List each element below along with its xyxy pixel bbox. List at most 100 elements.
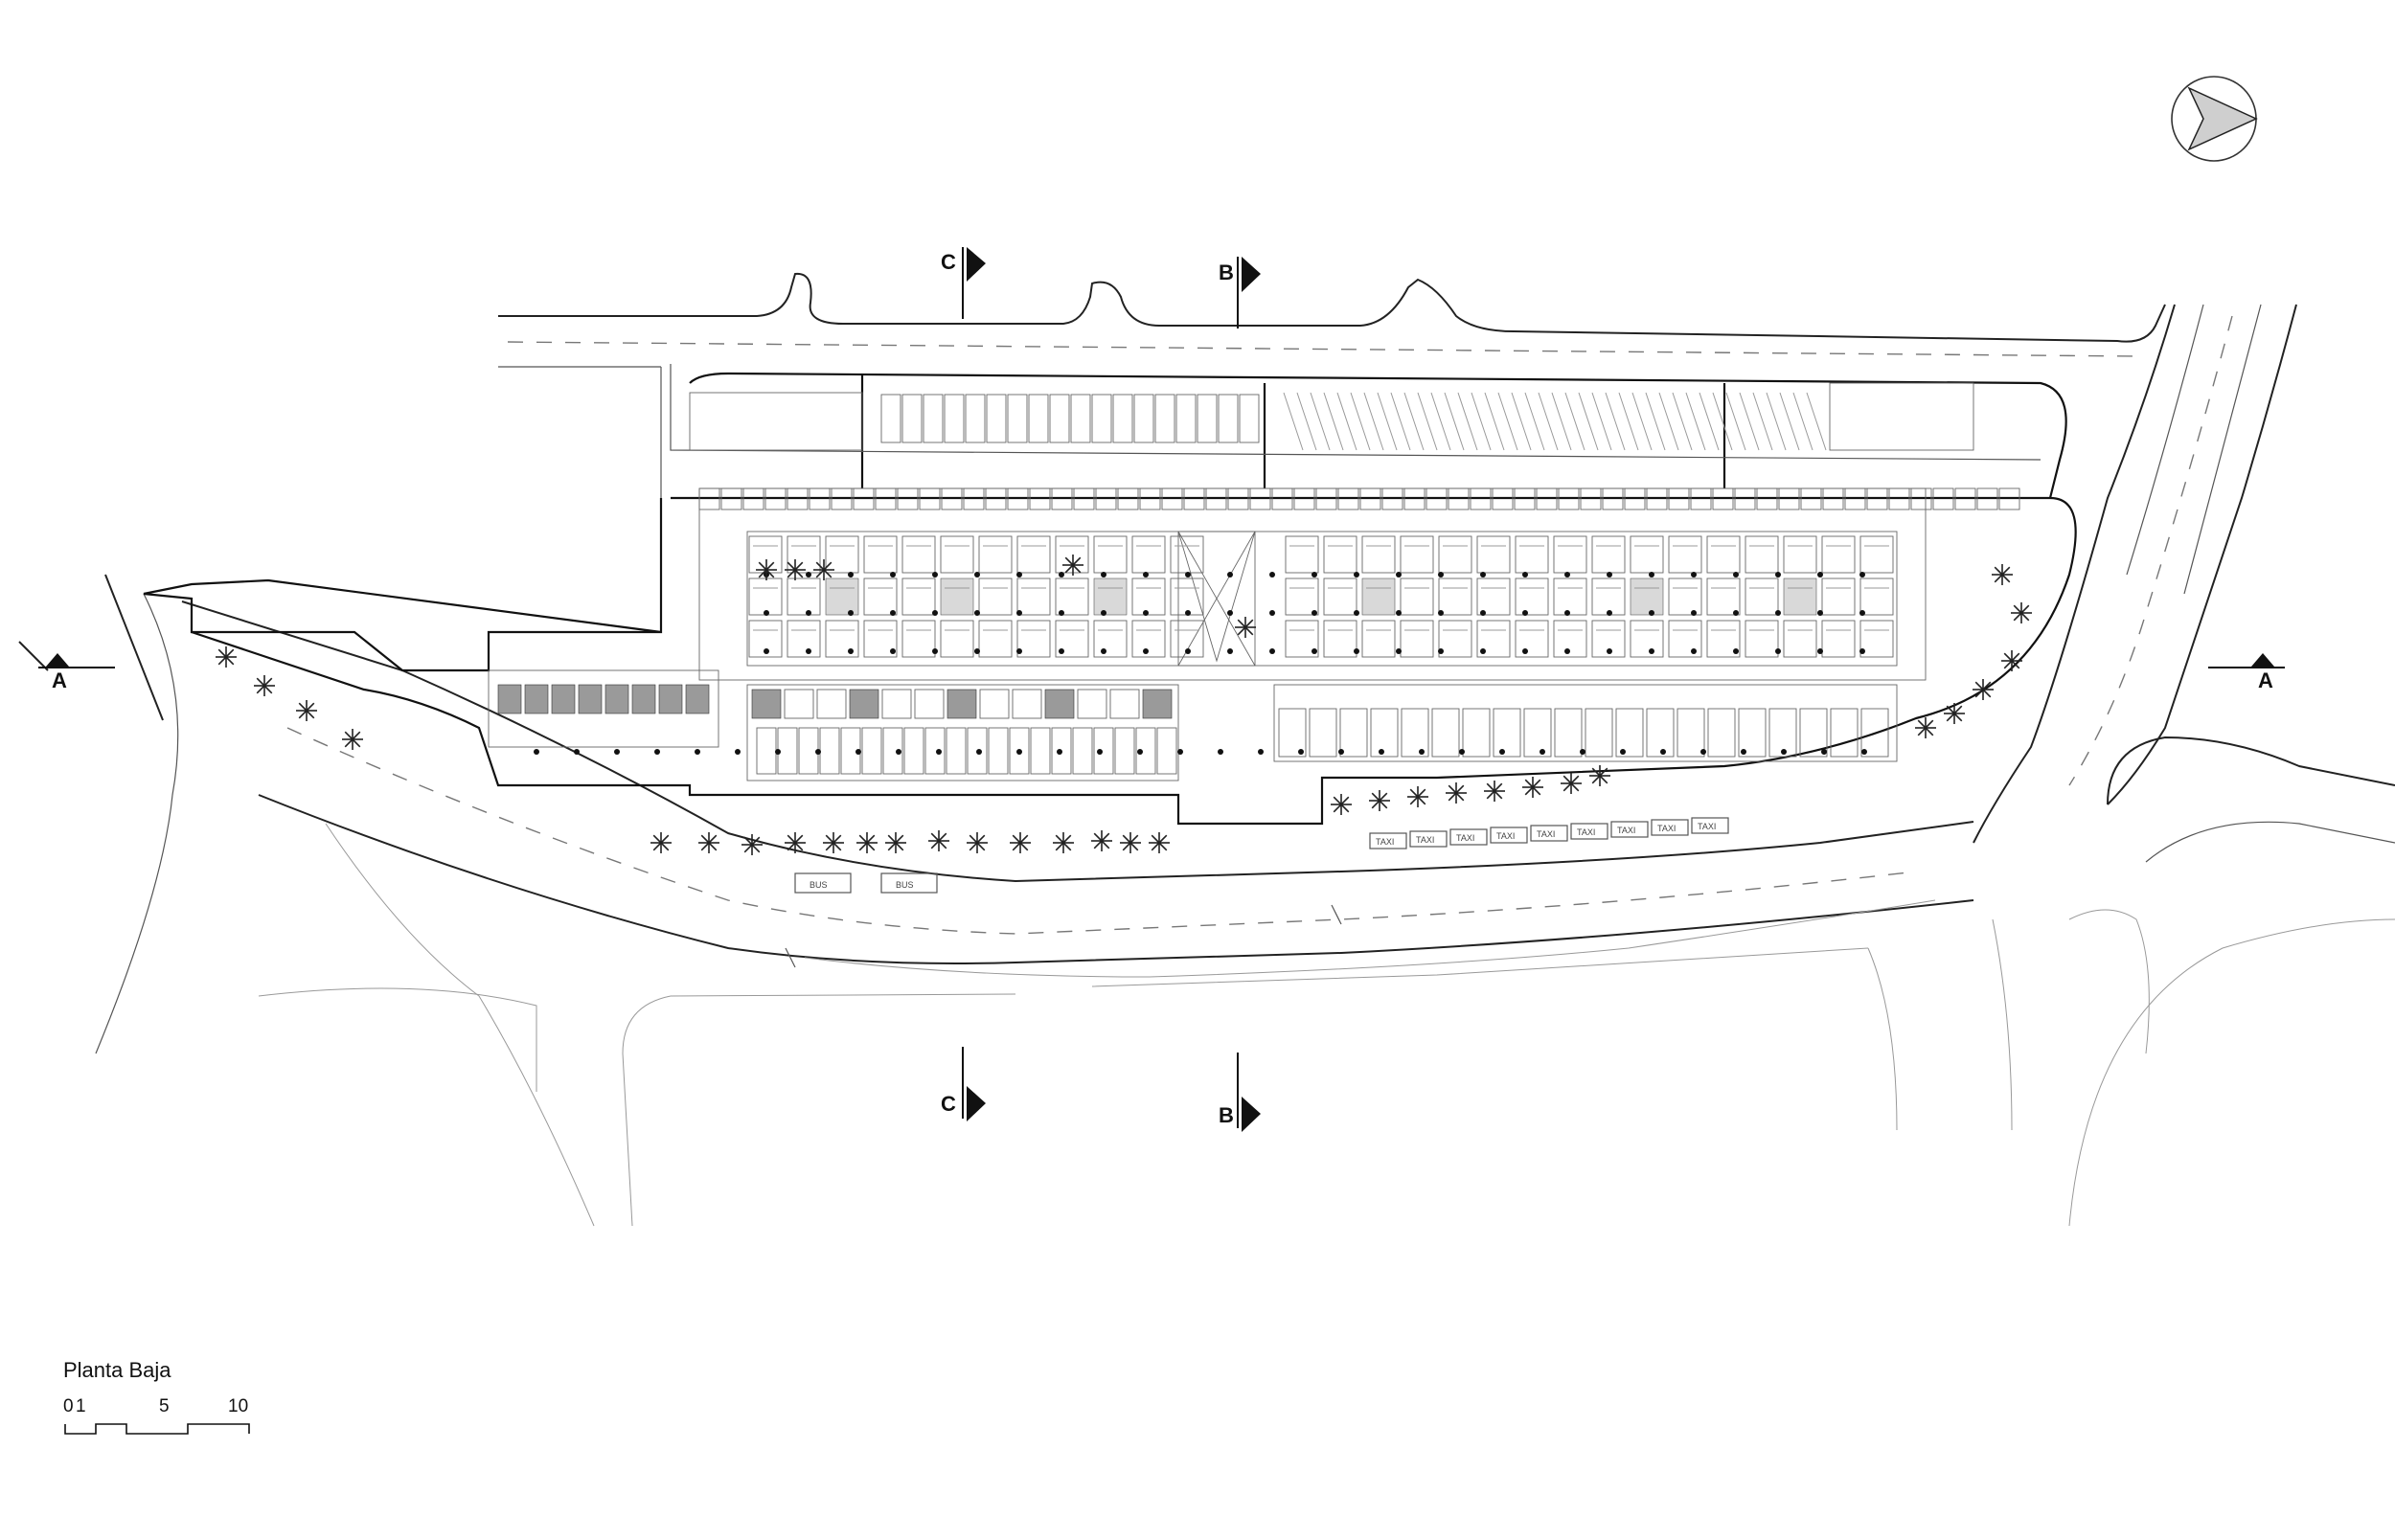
parking-bay-line — [1363, 392, 1384, 451]
parking-bay — [1218, 394, 1239, 443]
stall — [1131, 535, 1166, 574]
palm-tree-icon — [1446, 782, 1467, 804]
stall — [853, 487, 875, 510]
column — [1660, 749, 1666, 755]
bus-label: BUS — [896, 880, 914, 890]
parking-bay — [986, 394, 1007, 443]
column — [1143, 648, 1149, 654]
section-flag-icon — [967, 247, 986, 282]
scale-label: 10 — [228, 1396, 249, 1416]
market-stalls-grid — [497, 487, 2020, 775]
palm-tree-icon — [296, 700, 317, 721]
stall — [1156, 727, 1177, 775]
stall — [882, 727, 903, 775]
stall — [1591, 578, 1626, 616]
stall — [1859, 535, 1894, 574]
stall — [831, 487, 853, 510]
column — [1016, 749, 1022, 755]
column — [1620, 749, 1626, 755]
column — [936, 749, 942, 755]
column — [1438, 610, 1444, 616]
column — [1775, 610, 1781, 616]
stall — [941, 487, 963, 510]
column — [1143, 610, 1149, 616]
column — [1059, 610, 1064, 616]
section-flag-icon — [967, 1086, 986, 1121]
stall — [1712, 487, 1734, 510]
section-marker-c-top: C — [941, 247, 986, 319]
bus-label: BUS — [810, 880, 828, 890]
stall — [897, 487, 919, 510]
column — [654, 749, 660, 755]
taxi-label: TAXI — [1537, 829, 1555, 839]
stall — [1591, 620, 1626, 658]
column — [1227, 610, 1233, 616]
palm-tree-icon — [2001, 650, 2022, 671]
stall — [1738, 708, 1767, 758]
stall — [1668, 535, 1702, 574]
stall — [1470, 487, 1492, 510]
parking-bay — [880, 394, 901, 443]
stall — [1016, 620, 1051, 658]
column — [815, 749, 821, 755]
taxi-label: TAXI — [1617, 826, 1635, 835]
stall — [631, 684, 656, 714]
parking-bay-line — [1310, 392, 1331, 451]
stall — [1866, 487, 1888, 510]
stall — [1514, 487, 1536, 510]
palm-tree-icon — [1915, 717, 1936, 738]
stall — [978, 578, 1013, 616]
column — [848, 572, 854, 578]
taxi-bay — [1449, 828, 1488, 846]
stall — [685, 684, 710, 714]
stall — [1932, 487, 1954, 510]
stall — [1093, 578, 1128, 616]
column — [1312, 572, 1317, 578]
column — [1459, 749, 1465, 755]
parking-bay — [1239, 394, 1260, 443]
stall — [1403, 487, 1426, 510]
column — [1269, 648, 1275, 654]
stall — [1315, 487, 1337, 510]
column — [1522, 610, 1528, 616]
column — [806, 572, 811, 578]
stall — [1051, 487, 1073, 510]
stall — [756, 727, 777, 775]
section-marker-b-bottom: B — [1219, 1053, 1261, 1132]
stall — [1515, 578, 1549, 616]
column — [1097, 749, 1103, 755]
column — [1607, 648, 1612, 654]
stall — [1309, 708, 1337, 758]
section-flag-icon — [1242, 257, 1261, 292]
stall — [1800, 487, 1822, 510]
svg-text:C: C — [941, 250, 956, 274]
column — [1269, 610, 1275, 616]
stall — [1558, 487, 1580, 510]
stall — [940, 620, 974, 658]
column — [1781, 749, 1787, 755]
structural-columns — [534, 572, 1867, 755]
stall — [787, 535, 821, 574]
column — [1649, 648, 1654, 654]
stall — [1426, 487, 1448, 510]
column — [1137, 749, 1143, 755]
stall — [1822, 487, 1844, 510]
stall — [1706, 620, 1741, 658]
parking-bay — [1028, 394, 1049, 443]
parking-bay — [944, 394, 965, 443]
parking-bay — [1112, 394, 1133, 443]
palm-tree-icon — [1091, 830, 1112, 851]
parking-bay — [1133, 394, 1154, 443]
palm-tree-icon — [1369, 790, 1390, 811]
stall — [1888, 487, 1910, 510]
stall — [1476, 578, 1511, 616]
section-flag-icon — [1242, 1097, 1261, 1132]
stall — [1249, 487, 1271, 510]
column — [1227, 648, 1233, 654]
palm-tree-icon — [1522, 777, 1543, 798]
column — [1817, 572, 1823, 578]
column — [1059, 572, 1064, 578]
stall — [1117, 487, 1139, 510]
taxi-bay — [1490, 827, 1528, 844]
stall — [1676, 708, 1705, 758]
